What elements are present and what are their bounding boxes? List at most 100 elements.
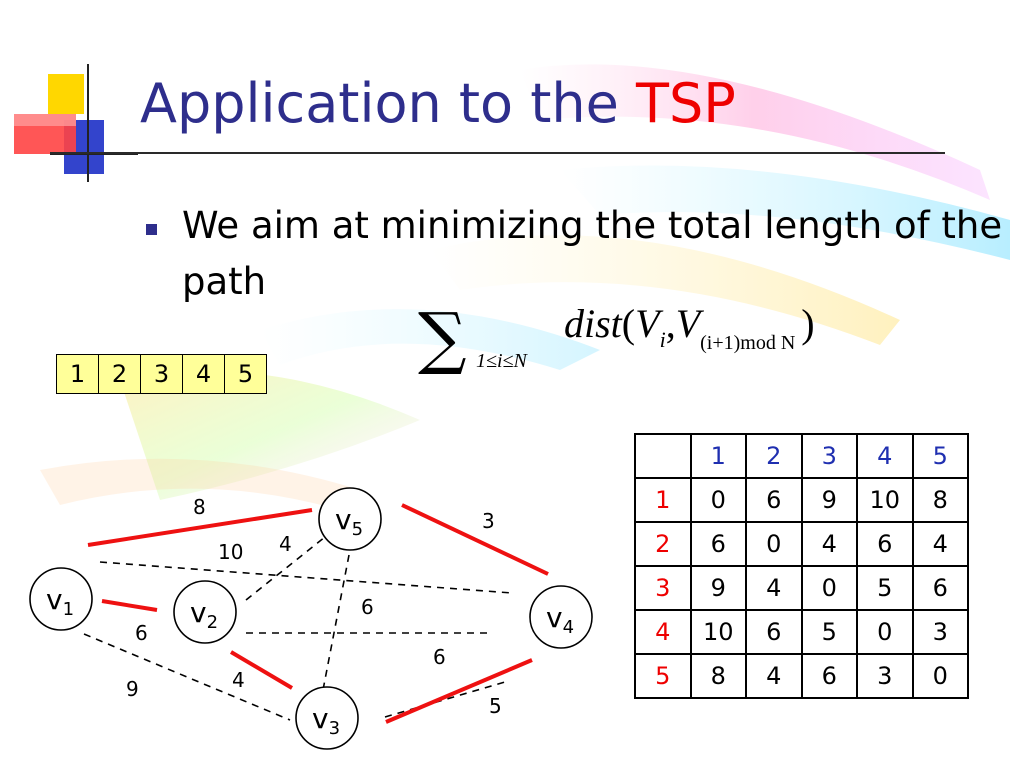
matrix-cell: 4 [745, 565, 803, 611]
svg-text:v5: v5 [335, 503, 363, 540]
row-header: 3 [634, 565, 692, 611]
col-header: 4 [856, 433, 914, 479]
matrix-cell: 8 [911, 477, 969, 523]
weight-v2-v1: 6 [135, 621, 148, 645]
col-header: 3 [800, 433, 858, 479]
edge-v3-v2 [229, 650, 294, 690]
edge-v3-v5 [322, 554, 350, 691]
matrix-cell: 9 [800, 477, 858, 523]
close-paren: ) [801, 301, 814, 346]
weight-v1-v5: 8 [193, 495, 206, 519]
svg-text:dist(Vi,V(i+1)mod N): dist(Vi,V(i+1)mod N) [564, 301, 815, 354]
matrix-cell: 3 [911, 609, 969, 655]
matrix-corner [634, 433, 692, 479]
svg-text:v1: v1 [46, 583, 74, 620]
matrix-cell: 6 [800, 653, 858, 699]
dist-function: dist [564, 301, 623, 346]
title-accent: TSP [636, 72, 736, 135]
objective-formula: ∑ 1≤i≤N dist(Vi,V(i+1)mod N) [418, 299, 815, 375]
sum-range: 1≤i≤N [476, 350, 529, 372]
weight-v3-v2: 4 [232, 668, 245, 692]
vertex-vi: V [635, 301, 664, 346]
distance-matrix: 1 2 3 4 5 1 0 6 9 10 8 2 6 0 4 6 4 3 9 4… [634, 433, 969, 699]
svg-text:v2: v2 [190, 596, 218, 633]
edge-v2-v1 [101, 599, 158, 612]
matrix-cell: 6 [911, 565, 969, 611]
logo-blocks [14, 64, 138, 182]
matrix-cell: 6 [745, 477, 803, 523]
matrix-cell: 0 [856, 609, 914, 655]
matrix-cell: 0 [911, 653, 969, 699]
node-v5: v5 [318, 487, 382, 551]
matrix-cell: 4 [745, 653, 803, 699]
weight-v3-v5: 6 [361, 595, 374, 619]
matrix-row: 4 10 6 5 0 3 [634, 609, 969, 655]
sum-symbol: ∑ [418, 299, 467, 375]
title-divider [50, 152, 945, 154]
vertex-vi-sub: i [660, 327, 666, 352]
node-v4: v4 [529, 585, 593, 649]
matrix-cell: 6 [856, 521, 914, 567]
order-cell: 4 [182, 354, 225, 394]
matrix-cell: 4 [800, 521, 858, 567]
col-header: 2 [745, 433, 803, 479]
node-v1: v1 [29, 567, 93, 631]
weight-v1-v4: 10 [218, 540, 243, 564]
edge-v3-v4-dashed [384, 681, 506, 718]
matrix-cell: 0 [689, 477, 747, 523]
weight-v2-v5: 4 [279, 532, 292, 556]
matrix-row: 2 6 0 4 6 4 [634, 521, 969, 567]
matrix-cell: 8 [689, 653, 747, 699]
row-header: 1 [634, 477, 692, 523]
svg-text:v4: v4 [546, 601, 574, 638]
matrix-row: 1 0 6 9 10 8 [634, 477, 969, 523]
row-header: 2 [634, 521, 692, 567]
weight-v4-v3: 5 [489, 694, 502, 718]
order-cell: 5 [224, 354, 267, 394]
matrix-cell: 9 [689, 565, 747, 611]
slide-title: Application to the TSP [140, 72, 736, 135]
edge-v2-v5 [245, 532, 331, 601]
node-v3: v3 [295, 686, 359, 750]
order-cell: 1 [56, 354, 99, 394]
weight-v5-v4: 3 [482, 509, 495, 533]
svg-text:v3: v3 [312, 702, 340, 739]
matrix-cell: 5 [800, 609, 858, 655]
matrix-cell: 10 [689, 609, 747, 655]
edge-v4-v3 [385, 658, 533, 724]
matrix-cell: 6 [745, 609, 803, 655]
vertex-vnext: V [676, 301, 705, 346]
weight-v2-v4: 6 [433, 645, 446, 669]
tour-order-array: 1 2 3 4 5 [56, 354, 267, 394]
order-cell: 2 [98, 354, 141, 394]
matrix-cell: 5 [856, 565, 914, 611]
open-paren: ( [622, 301, 635, 346]
vertex-vnext-sub: (i+1)mod N [700, 332, 795, 354]
edge-v1-v4 [99, 561, 513, 594]
edge-v1-v3 [83, 633, 291, 721]
matrix-cell: 4 [911, 521, 969, 567]
matrix-cell: 0 [745, 521, 803, 567]
matrix-cell: 6 [689, 521, 747, 567]
edge-v1-v5 [87, 508, 313, 547]
bullet-text: We aim at minimizing the total length of… [182, 204, 1003, 303]
bullet-square-icon [146, 224, 157, 235]
matrix-row: 3 9 4 0 5 6 [634, 565, 969, 611]
col-header: 1 [689, 433, 747, 479]
order-cell: 3 [140, 354, 183, 394]
matrix-cell: 10 [856, 477, 914, 523]
edge-v5-v4 [401, 503, 549, 576]
matrix-row: 5 8 4 6 3 0 [634, 653, 969, 699]
matrix-header-row: 1 2 3 4 5 [634, 433, 969, 479]
row-header: 5 [634, 653, 692, 699]
row-header: 4 [634, 609, 692, 655]
col-header: 5 [911, 433, 969, 479]
tsp-graph: 8 3 5 4 6 10 4 6 6 9 v1 v2 v3 v4 v5 [29, 487, 593, 750]
title-text: Application to the [140, 72, 637, 135]
weight-v1-v3: 9 [126, 677, 139, 701]
node-v2: v2 [173, 580, 237, 644]
matrix-cell: 0 [800, 565, 858, 611]
matrix-cell: 3 [856, 653, 914, 699]
formula-comma: , [666, 301, 676, 346]
